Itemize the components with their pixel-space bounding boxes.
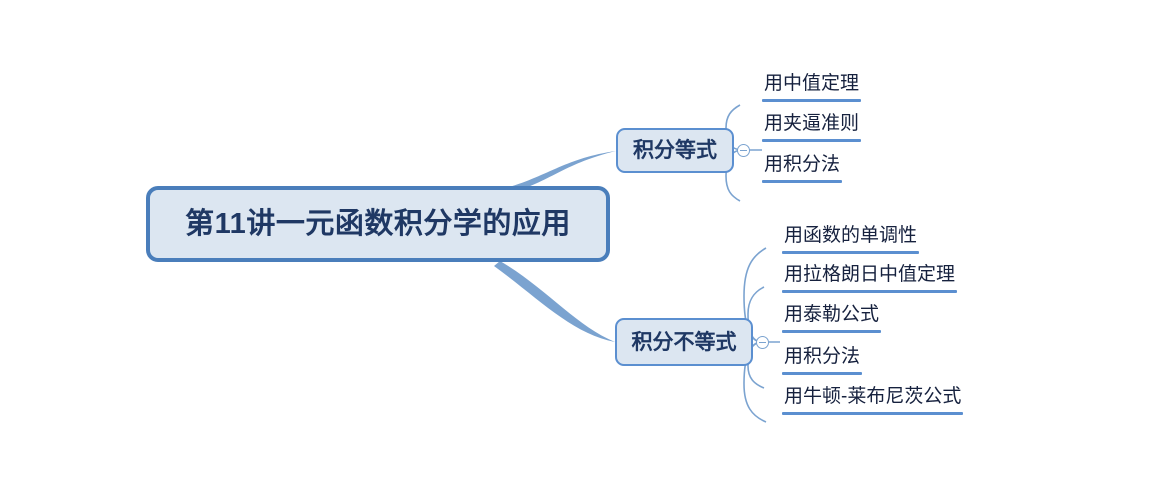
leaf-node-label: 用牛顿-莱布尼茨公式 (784, 386, 962, 407)
leaf-node-label: 用积分法 (764, 154, 841, 175)
collapse-minus-icon[interactable] (737, 144, 750, 157)
collapse-minus-icon[interactable] (756, 336, 769, 349)
leaf-node-label: 用中值定理 (764, 73, 860, 94)
connector-root-to-branch-1 (494, 261, 615, 342)
leaf-node[interactable]: 用中值定理 (762, 74, 861, 102)
leaf-node[interactable]: 用函数的单调性 (782, 226, 919, 254)
leaf-underline (782, 372, 862, 375)
root-node[interactable]: 第11讲一元函数积分学的应用 (146, 186, 610, 262)
leaf-node-label: 用拉格朗日中值定理 (784, 264, 956, 285)
leaf-node-label: 用泰勒公式 (784, 304, 880, 325)
leaf-underline (782, 251, 919, 254)
leaf-underline (762, 139, 861, 142)
leaf-underline (782, 330, 881, 333)
leaf-underline (762, 99, 861, 102)
leaf-node[interactable]: 用泰勒公式 (782, 305, 881, 333)
leaf-node[interactable]: 用积分法 (762, 155, 842, 183)
root-node-label: 第11讲一元函数积分学的应用 (185, 207, 571, 240)
leaf-node-label: 用积分法 (784, 346, 861, 367)
branch-node-label: 积分等式 (633, 139, 717, 162)
leaf-node-label: 用函数的单调性 (784, 225, 918, 246)
leaf-underline (782, 290, 957, 293)
leaf-node[interactable]: 用牛顿-莱布尼茨公式 (782, 387, 963, 415)
leaf-node-label: 用夹逼准则 (764, 113, 860, 134)
leaf-node[interactable]: 用拉格朗日中值定理 (782, 265, 957, 293)
branch-node-integral-equality[interactable]: 积分等式 (616, 128, 734, 173)
branch-node-integral-inequality[interactable]: 积分不等式 (615, 318, 753, 366)
leaf-node[interactable]: 用积分法 (782, 347, 862, 375)
branch-node-label: 积分不等式 (631, 330, 737, 354)
leaf-node[interactable]: 用夹逼准则 (762, 114, 861, 142)
leaf-underline (762, 180, 842, 183)
leaf-underline (782, 412, 963, 415)
